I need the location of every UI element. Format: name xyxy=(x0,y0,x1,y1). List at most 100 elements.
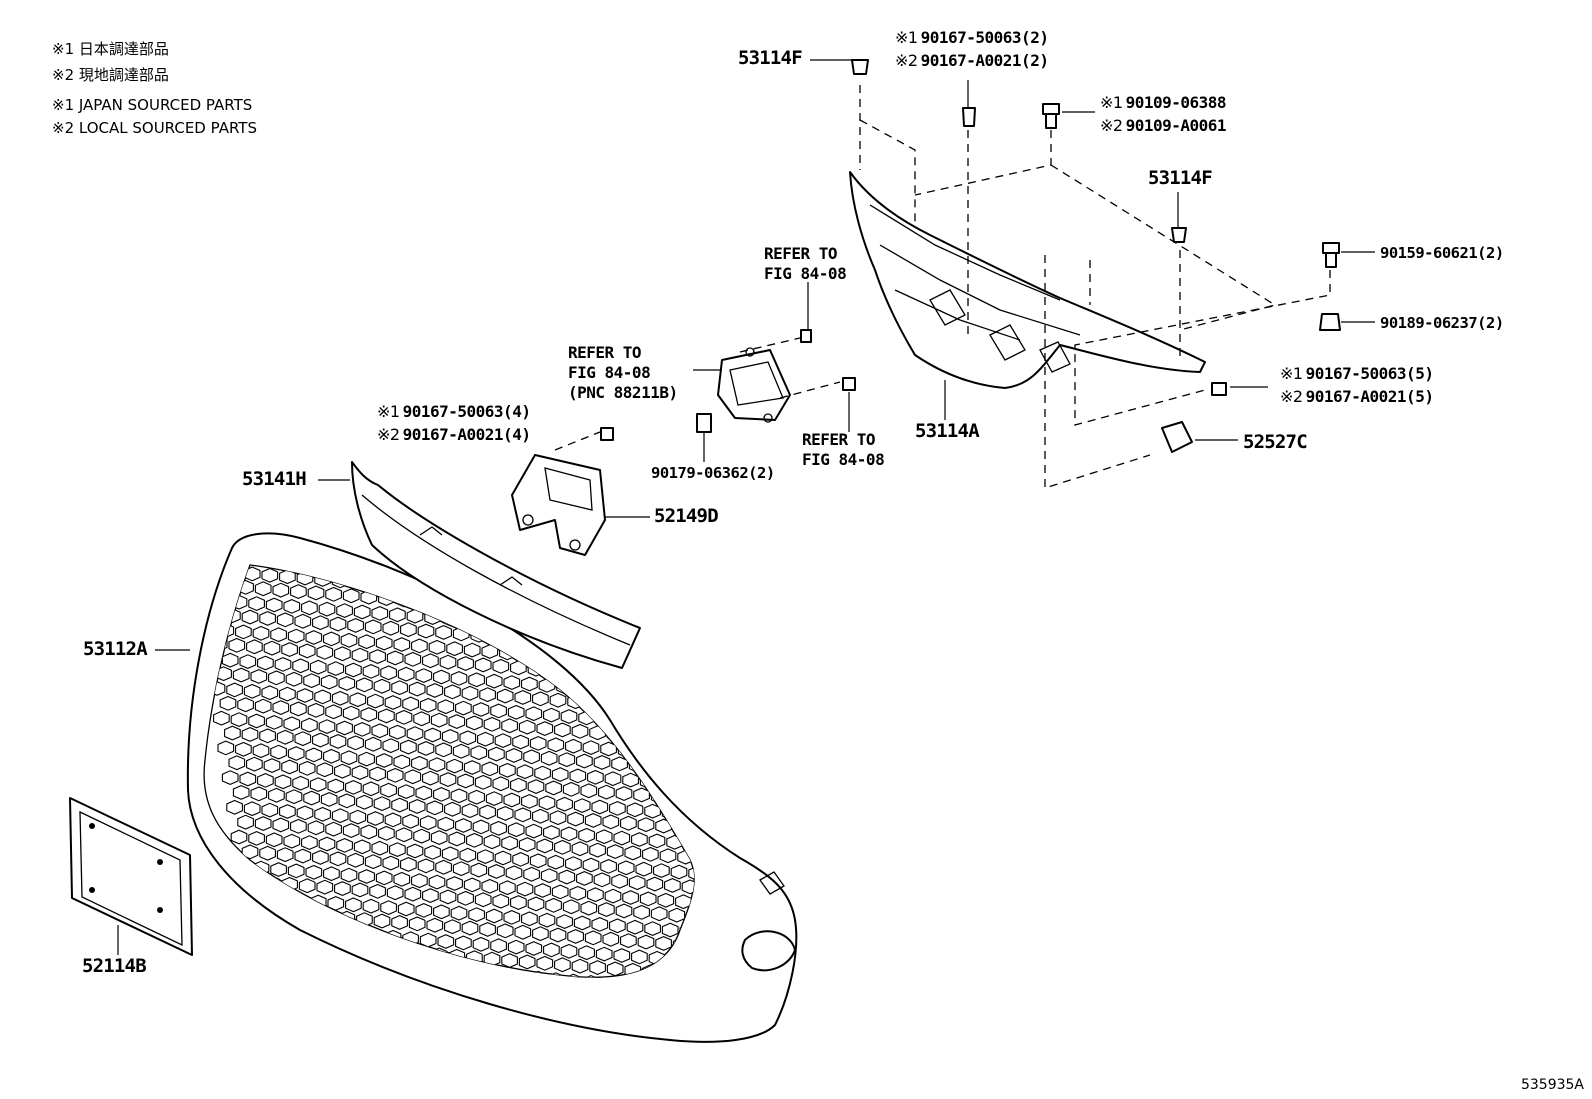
mesh-cell xyxy=(362,898,380,914)
mesh-cell xyxy=(620,580,637,596)
mesh-cell xyxy=(323,631,340,647)
mesh-cell xyxy=(386,885,404,901)
mesh-cell xyxy=(364,736,382,752)
mesh-cell xyxy=(235,624,252,640)
mesh-cell xyxy=(457,890,474,906)
mesh-cell xyxy=(648,598,666,614)
mesh-cell xyxy=(419,815,437,831)
mesh-cell xyxy=(532,926,549,942)
mesh-cell xyxy=(252,743,270,759)
mesh-cell xyxy=(761,1062,777,1076)
mesh-cell xyxy=(468,907,485,923)
mesh-cell xyxy=(744,709,760,723)
japan-sourced-symbol: ※1 xyxy=(1100,93,1123,112)
mesh-cell xyxy=(338,675,356,691)
mesh-cell xyxy=(246,756,263,772)
mesh-cell xyxy=(298,643,316,659)
mesh-cell xyxy=(783,859,799,873)
mesh-cell xyxy=(363,1017,379,1031)
mesh-cell xyxy=(221,652,239,668)
mesh-cell xyxy=(709,589,725,603)
mesh-cell xyxy=(660,1084,676,1098)
mesh-cell xyxy=(400,622,417,638)
mesh-cell xyxy=(633,787,650,803)
mesh-cell xyxy=(720,1075,736,1089)
mesh-cell xyxy=(748,1091,764,1099)
mesh-cell xyxy=(475,1010,491,1024)
mesh-cell xyxy=(411,638,428,654)
mesh-cell xyxy=(536,955,554,971)
mesh-cell xyxy=(423,1006,439,1020)
mesh-cell xyxy=(556,565,573,577)
mesh-cell xyxy=(226,682,243,698)
mesh-cell xyxy=(598,667,615,683)
mesh-cell xyxy=(650,671,668,687)
mesh-cell xyxy=(580,900,598,916)
mesh-cell xyxy=(429,993,445,1007)
mesh-cell xyxy=(492,658,510,674)
assembly-lines xyxy=(554,85,1331,489)
japan-sourced-symbol: ※1 xyxy=(1280,364,1303,383)
mesh-cell xyxy=(614,1066,630,1080)
mesh-cell xyxy=(565,856,582,872)
mesh-cell xyxy=(279,569,296,585)
mesh-cell xyxy=(737,1076,753,1090)
mesh-cell xyxy=(764,785,780,799)
mesh-cell xyxy=(280,1040,296,1054)
mesh-cell xyxy=(657,658,675,673)
local-sourced-symbol: ※2 xyxy=(1280,387,1303,406)
mesh-cell xyxy=(254,816,272,832)
mesh-cell xyxy=(187,533,203,547)
mesh-cell xyxy=(602,814,620,830)
mesh-cell xyxy=(720,722,736,736)
mesh-cell xyxy=(368,1047,384,1061)
mesh-cell xyxy=(602,579,620,595)
mesh-cell xyxy=(620,815,637,831)
mesh-cell xyxy=(604,888,622,904)
figure-number: 535935A xyxy=(1520,1077,1584,1093)
mesh-cell xyxy=(499,880,516,896)
mesh-cell xyxy=(265,597,283,613)
mesh-cell xyxy=(728,782,744,796)
mesh-cell xyxy=(444,919,461,935)
mesh-cell xyxy=(281,759,298,775)
mesh-cell xyxy=(264,994,280,1008)
mesh-cell xyxy=(305,747,323,763)
mesh-cell xyxy=(490,703,507,719)
mesh-cell xyxy=(484,1070,500,1084)
mesh-cell xyxy=(698,809,714,823)
mesh-cell xyxy=(248,596,265,612)
mesh-cell xyxy=(602,931,620,947)
mesh-cell xyxy=(735,767,751,781)
mesh-cell xyxy=(492,893,510,909)
mesh-cell xyxy=(455,935,472,951)
mesh-cell xyxy=(371,605,389,621)
mesh-cell xyxy=(642,846,659,862)
mesh-cell xyxy=(309,659,327,675)
mesh-cell xyxy=(309,777,327,793)
mesh-cell xyxy=(578,945,595,961)
mesh-cell xyxy=(323,866,340,882)
mesh-cell xyxy=(477,849,494,865)
mesh-cell xyxy=(726,707,742,721)
mesh-cell xyxy=(582,857,600,873)
mesh-cell xyxy=(334,881,351,897)
mesh-cell xyxy=(250,668,268,684)
mesh-cell xyxy=(282,995,298,1009)
mesh-cell xyxy=(503,792,521,808)
mesh-cell xyxy=(615,668,633,684)
mesh-cell xyxy=(336,955,353,971)
mesh-cell xyxy=(717,648,733,662)
mesh-cell xyxy=(567,576,584,592)
mesh-cell xyxy=(470,862,488,878)
mesh-cell xyxy=(305,864,323,880)
mesh-cell xyxy=(670,864,688,880)
legend-line-1: ※1 日本調達部品 xyxy=(52,40,169,58)
mesh-cell xyxy=(677,732,694,748)
mesh-cell xyxy=(733,1046,749,1060)
mesh-cell xyxy=(479,804,496,820)
mesh-cell xyxy=(706,751,722,765)
